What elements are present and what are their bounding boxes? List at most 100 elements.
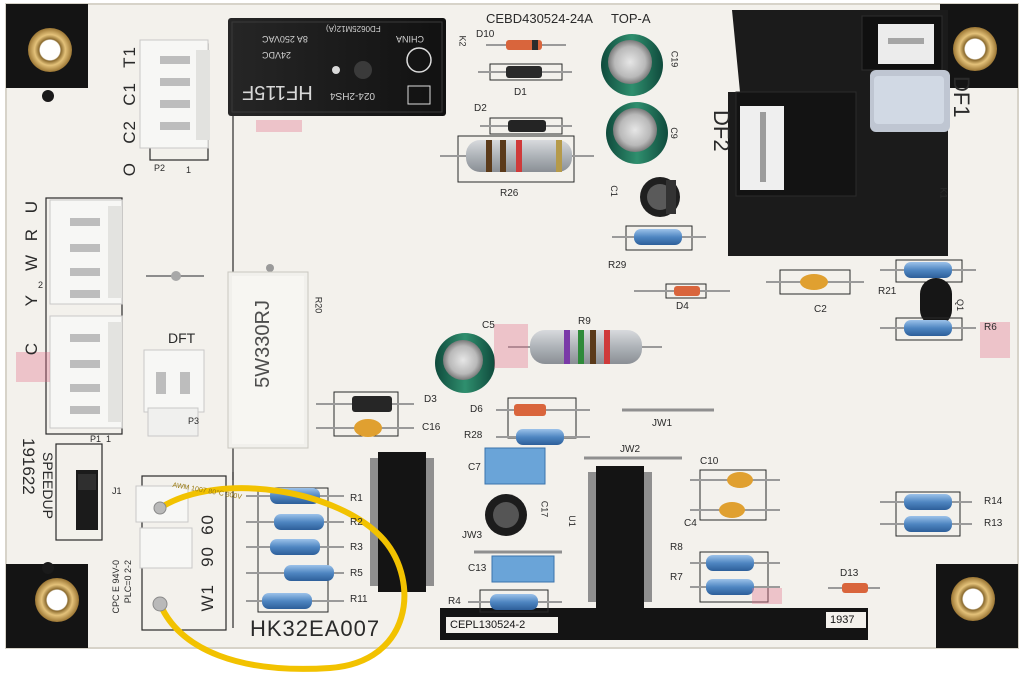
label-c19: C19 [669,50,680,68]
label-t1: T1 [120,46,139,68]
label-d6: D6 [470,404,483,415]
label-c1: C1 [120,82,139,106]
label-r29: R29 [608,260,627,271]
resistor-r9 [508,330,662,364]
diode-d13 [828,583,880,593]
label-w2: W [22,254,41,272]
resistor-r7 [690,579,780,595]
label-r7: R7 [670,572,683,583]
transistor-q1 [920,278,952,326]
label-df2: DF2 [709,110,734,152]
label-speedup: SPEEDUP [40,452,56,519]
diode-d1 [478,63,572,81]
label-d13: D13 [840,568,859,579]
label-r8: R8 [670,542,683,553]
label-k2: K2 [457,35,468,47]
board-side-label: TOP-A [611,11,651,26]
resistor-r20 [227,271,309,449]
capacitor-c16 [316,419,414,437]
capacitor-c1 [640,177,680,217]
label-df1: DF1 [949,76,974,118]
label-r13: R13 [984,518,1003,529]
label-r: R [22,228,41,242]
board-part-number: CEBD430524-24A [486,11,593,26]
label-cpc: CPC E 94V-0 [111,560,121,614]
label-r6: R6 [984,322,997,333]
label-p2-pin1: 1 [186,165,192,175]
board-date-code: 1937 [830,614,855,626]
label-k1: K1 [938,187,949,199]
label-d1: D1 [514,87,527,98]
label-r20: R20 [313,296,324,314]
diode-d4 [634,283,730,299]
label-p3: P3 [188,416,200,426]
relay-k2-model: HF115F [242,81,313,103]
label-w2-sub: 2 [38,280,44,290]
label-r3: R3 [350,542,363,553]
label-c3: C [22,342,41,356]
label-dft: DFT [168,330,196,346]
label-y: Y [22,294,41,307]
diode-d3 [316,391,414,437]
label-w1: W1 [198,584,217,612]
resistor-r8 [690,551,780,603]
resistor-r28 [496,429,590,445]
label-jw1: JW1 [652,418,672,429]
resistor-r14 [880,491,972,537]
capacitor-c17 [485,494,527,536]
mounting-eyelet-bl [35,578,79,622]
capacitor-c2 [766,269,864,295]
connector-p2 [139,39,210,161]
label-d10: D10 [476,29,495,40]
capacitor-c5 [435,333,495,393]
board-model: HK32EA007 [250,616,381,641]
pink-markings [16,120,1010,604]
relay-k2-rating2: 24VDC [262,50,292,60]
label-r4: R4 [448,596,461,607]
label-jw2: JW2 [620,444,640,455]
label-d2: D2 [474,103,487,114]
capacitor-c19 [601,34,663,96]
yellow-jumper-wire [157,485,408,672]
capacitor-c4 [690,502,780,518]
label-c17: C17 [539,500,550,518]
diode-d10 [486,40,566,50]
diode-d2 [480,117,572,135]
mounting-eyelet-br [951,577,995,621]
label-c16: C16 [422,422,441,433]
label-c7: C7 [468,462,481,473]
label-c4: C4 [684,518,697,529]
label-c10: C10 [700,456,719,467]
label-u1: U1 [566,515,577,527]
resistor-r26 [440,135,594,183]
label-90: 90 [198,546,217,567]
label-60: 60 [198,514,217,535]
label-j1: J1 [112,486,122,496]
capacitor-c13 [491,555,555,583]
resistor-r29 [612,225,706,251]
mounting-eyelet-tl [28,28,72,72]
label-p1: P1 [90,434,102,444]
capacitor-c9 [606,102,668,164]
mounting-eyelet-tr [953,27,997,71]
label-r21: R21 [878,286,897,297]
resistor-r6 [880,317,976,341]
label-r5: R5 [350,568,363,579]
label-c2: C2 [120,120,139,144]
speedup-header-j1[interactable] [55,443,103,541]
test-post-y [146,271,204,281]
resistor-r20-value: 5W330RJ [252,300,274,388]
label-r9: R9 [578,316,591,327]
board-pcb-code: CEPL130524-2 [450,619,526,631]
board-side-code: 191622 [19,438,38,495]
label-o: O [120,162,139,177]
label-c9: C9 [668,127,679,139]
label-r1: R1 [350,493,363,504]
relay-k1 [728,10,950,256]
label-p1-pin1: 1 [106,434,112,444]
resistor-r13 [880,516,972,532]
label-c5: C5 [482,320,495,331]
label-c13: C13 [468,563,487,574]
label-q1: Q1 [955,298,966,312]
